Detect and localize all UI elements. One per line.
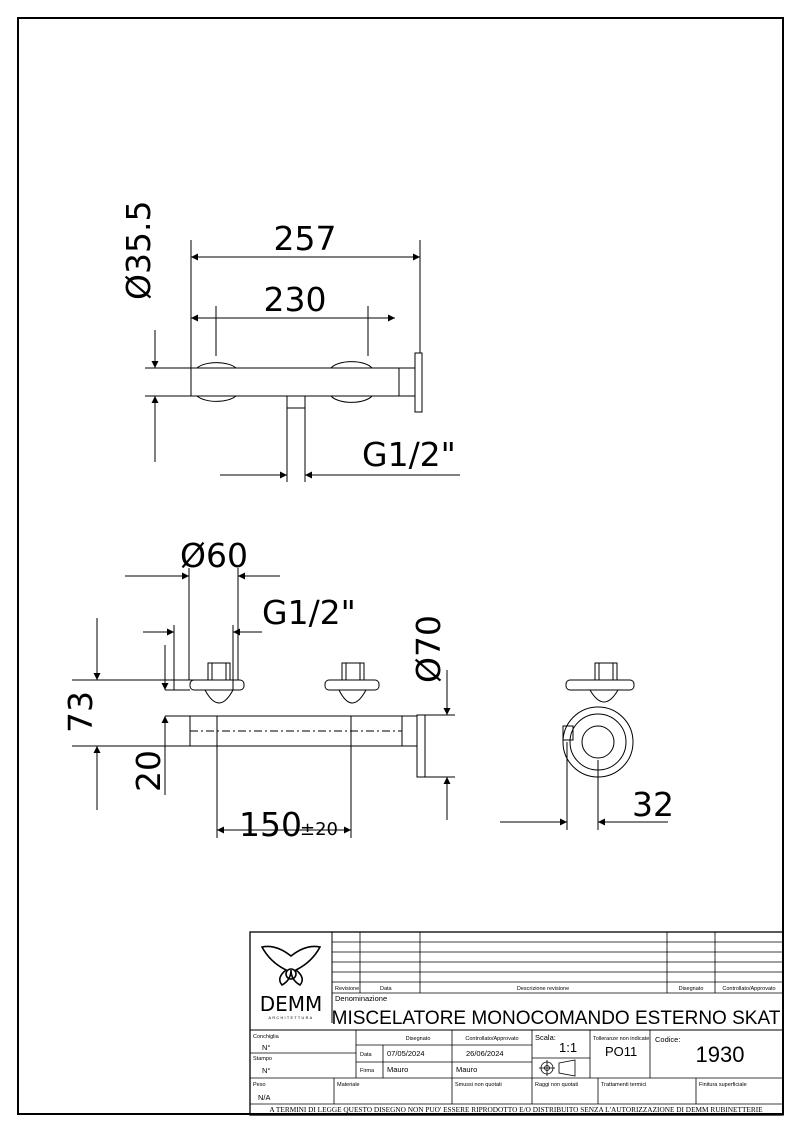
materiale-label: Materiale <box>337 1082 360 1088</box>
finitura-label: Finitura superficiale <box>699 1082 747 1088</box>
denominazione-label: Denominazione <box>335 994 387 1003</box>
rev-header-data: Data <box>380 986 393 992</box>
date-drawn: 07/05/2024 <box>387 1049 425 1058</box>
demm-logo-icon <box>260 945 322 987</box>
tolleranze-label: Tolleranze non indicate <box>593 1036 649 1042</box>
data-label: Data <box>360 1052 373 1058</box>
peso-value: N/A <box>258 1093 271 1102</box>
approved-by: Mauro <box>456 1065 477 1074</box>
firma-label: Firma <box>360 1068 375 1074</box>
codice-value: 1930 <box>696 1042 745 1067</box>
rev-header-revisione: Revisione <box>335 986 359 992</box>
rev-header-descrizione: Descrizione revisione <box>517 986 569 992</box>
conchiglia-label: Conchiglia <box>253 1034 280 1040</box>
trattamenti-label: Trattamenti termici <box>601 1082 646 1088</box>
front-view <box>72 568 455 838</box>
dim-height-73: 73 <box>61 691 100 733</box>
top-view <box>145 240 460 482</box>
dim-outlet-thread: G1/2" <box>362 435 456 474</box>
controllato-label: Controllato/Approvato <box>465 1036 518 1042</box>
rev-header-disegnato: Disegnato <box>679 986 704 992</box>
dim-diameter-60: Ø60 <box>180 536 248 575</box>
codice-label: Codice: <box>655 1035 680 1044</box>
title-block: DEMM ARCHITETTURA Revisione Data Descriz… <box>249 931 784 1116</box>
logo-text: DEMM <box>260 992 323 1016</box>
dim-depth-32: 32 <box>632 785 674 824</box>
dim-tolerance: ±20 <box>300 819 338 840</box>
dim-230: 230 <box>264 280 327 319</box>
raggi-label: Raggi non quotati <box>535 1082 578 1088</box>
stampo-label: Stampo <box>253 1056 272 1062</box>
dim-150: 150 <box>239 805 302 844</box>
logo-subtext: ARCHITETTURA <box>269 1016 314 1020</box>
smussi-label: Smussi non quotati <box>455 1082 502 1088</box>
drawing-border <box>17 17 784 1115</box>
side-view <box>500 662 668 830</box>
disegnato-label: Disegnato <box>406 1036 431 1042</box>
drawn-by: Mauro <box>387 1065 408 1074</box>
tolleranze-value: PO11 <box>605 1044 637 1059</box>
drawing-title: MISCELATORE MONOCOMANDO ESTERNO SKAT <box>332 1008 781 1029</box>
dim-diameter-35-5: Ø35.5 <box>119 201 158 300</box>
scala-value: 1:1 <box>559 1040 577 1055</box>
date-approved: 26/06/2024 <box>466 1049 504 1058</box>
dim-body-20: 20 <box>129 750 168 792</box>
stampo-value: N° <box>262 1066 270 1075</box>
dim-diameter-70: Ø70 <box>409 615 448 683</box>
dim-257: 257 <box>274 219 337 258</box>
dim-inlet-thread: G1/2" <box>262 593 356 632</box>
projection-symbol-icon <box>539 1059 576 1077</box>
conchiglia-value: N° <box>262 1043 270 1052</box>
rev-header-controllato: Controllato/Approvato <box>722 986 775 992</box>
legal-footer: A TERMINI DI LEGGE QUESTO DISEGNO NON PU… <box>269 1105 763 1114</box>
scala-label: Scala: <box>535 1033 556 1042</box>
peso-label: Peso <box>253 1082 266 1088</box>
